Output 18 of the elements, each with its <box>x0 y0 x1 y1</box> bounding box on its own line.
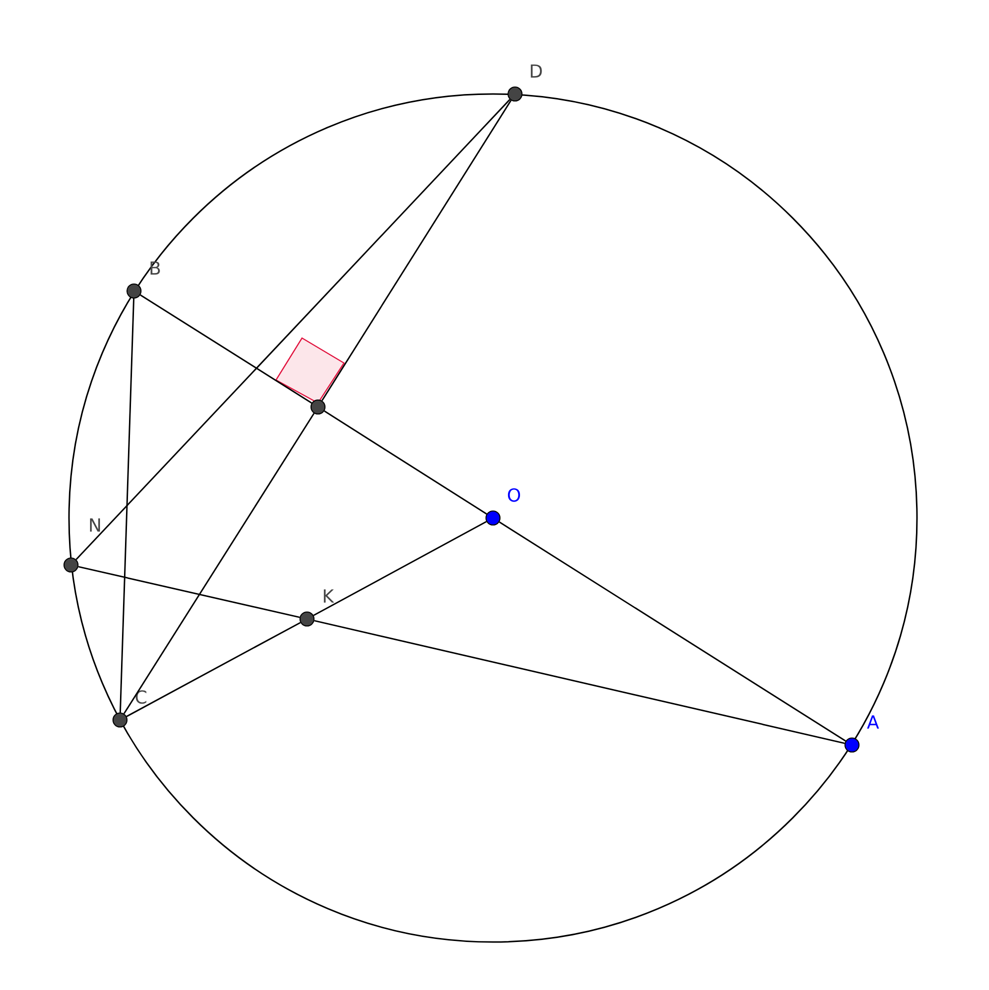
point-label: D <box>530 64 542 78</box>
point-label: B <box>150 261 160 275</box>
line-segment <box>324 410 488 515</box>
line-segment <box>313 520 487 616</box>
point-label: A <box>866 715 879 729</box>
line-segment <box>498 521 846 742</box>
point-label: O <box>508 488 520 502</box>
point <box>310 399 326 415</box>
line-segment <box>140 294 312 404</box>
line-segment <box>126 622 301 718</box>
line-segment <box>321 100 512 402</box>
point-label: K <box>324 589 334 603</box>
line-segment <box>78 566 300 618</box>
point-label: N <box>90 518 100 532</box>
line-segment <box>123 412 315 714</box>
line-segment <box>76 98 510 560</box>
line-segment <box>314 620 845 744</box>
line-segment <box>120 298 134 712</box>
